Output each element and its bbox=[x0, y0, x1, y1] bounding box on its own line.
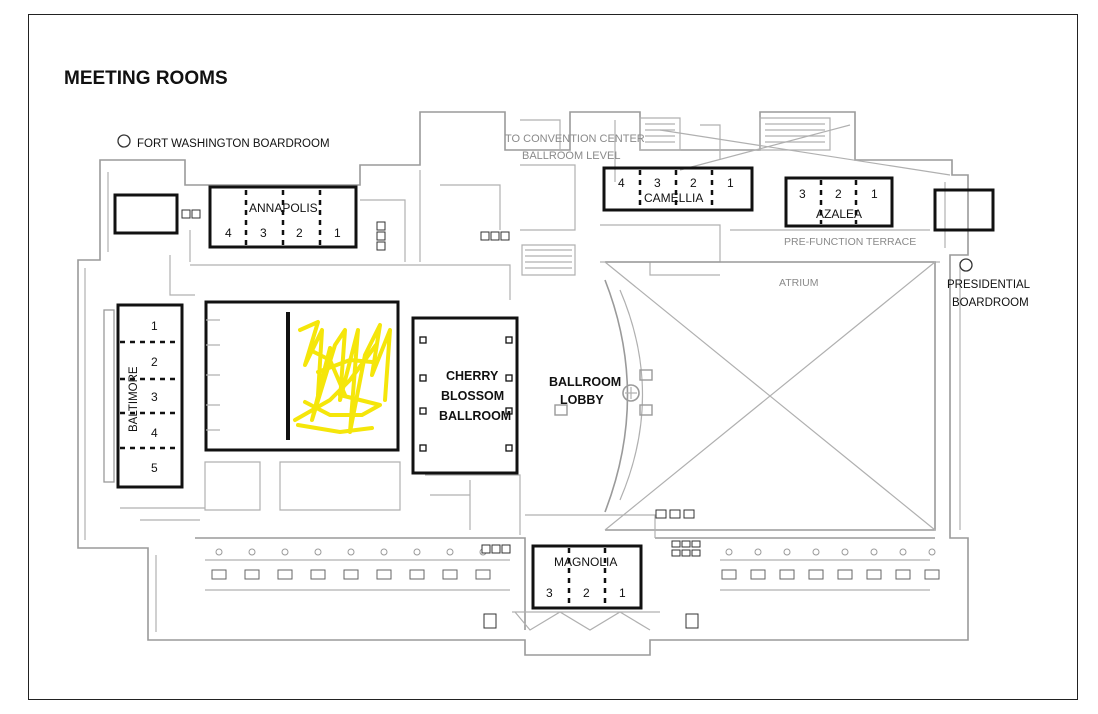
camellia-section-2: 2 bbox=[690, 176, 697, 190]
ballroom-lobby-line1: BALLROOM bbox=[549, 375, 621, 389]
annapolis-section-3: 3 bbox=[260, 226, 267, 240]
magnolia-section-1: 1 bbox=[619, 586, 626, 600]
utility-squares bbox=[181, 209, 701, 629]
column-marker bbox=[899, 548, 907, 556]
camellia-section-1: 1 bbox=[727, 176, 734, 190]
cherry-blossom-line1: CHERRY bbox=[446, 369, 499, 383]
column-marker bbox=[928, 548, 936, 556]
column-marker bbox=[725, 548, 733, 556]
marker-circle-icon bbox=[117, 134, 131, 148]
column-marker bbox=[446, 548, 454, 556]
convention-center-line1: TO CONVENTION CENTER bbox=[505, 133, 645, 145]
magnolia-room[interactable]: MAGNOLIA 3 2 1 bbox=[512, 544, 660, 631]
building-outline bbox=[77, 111, 969, 656]
column-marker bbox=[870, 548, 878, 556]
cherry-blossom-line3: BALLROOM bbox=[439, 409, 511, 423]
column-marker bbox=[347, 548, 355, 556]
baltimore-section-2: 2 bbox=[151, 355, 158, 369]
room-module bbox=[211, 569, 227, 580]
presidential-boardroom[interactable]: PRESIDENTIAL BOARDROOM bbox=[933, 188, 1031, 309]
baltimore-section-3: 3 bbox=[151, 390, 158, 404]
camellia-room[interactable]: 4 3 2 1 CAMELLIA bbox=[602, 166, 754, 212]
annapolis-section-2: 2 bbox=[296, 226, 303, 240]
prefunction-terrace-label: PRE-FUNCTION TERRACE bbox=[784, 236, 916, 248]
room-module bbox=[924, 569, 940, 580]
column-marker bbox=[841, 548, 849, 556]
room-module bbox=[343, 569, 359, 580]
room-module bbox=[750, 569, 766, 580]
baltimore-section-1: 1 bbox=[151, 319, 158, 333]
annapolis-label: ANNAPOLIS bbox=[249, 201, 318, 215]
column-marker bbox=[783, 548, 791, 556]
map-title: MEETING ROOMS bbox=[64, 68, 228, 89]
room-module bbox=[866, 569, 882, 580]
column-marker bbox=[380, 548, 388, 556]
azalea-section-1: 1 bbox=[871, 187, 878, 201]
room-module bbox=[244, 569, 260, 580]
baltimore-section-5: 5 bbox=[151, 461, 158, 475]
room-module bbox=[779, 569, 795, 580]
magnolia-label: MAGNOLIA bbox=[554, 555, 617, 569]
presidential-label-line1: PRESIDENTIAL bbox=[947, 279, 1031, 291]
azalea-section-2: 2 bbox=[835, 187, 842, 201]
guest-room-modules bbox=[211, 548, 940, 580]
column-marker bbox=[248, 548, 256, 556]
cherry-blossom-line2: BLOSSOM bbox=[441, 389, 504, 403]
room-module bbox=[895, 569, 911, 580]
unlabeled-ballroom[interactable] bbox=[204, 300, 400, 452]
column-marker bbox=[413, 548, 421, 556]
magnolia-section-2: 2 bbox=[583, 586, 590, 600]
cherry-blossom-ballroom[interactable]: CHERRY BLOSSOM BALLROOM bbox=[411, 316, 519, 475]
presidential-label-line2: BOARDROOM bbox=[952, 297, 1029, 309]
camellia-section-4: 4 bbox=[618, 176, 625, 190]
azalea-section-3: 3 bbox=[799, 187, 806, 201]
azalea-label: AZALEA bbox=[816, 207, 862, 221]
highlight-scribble bbox=[293, 320, 392, 434]
ballroom-lobby-line2: LOBBY bbox=[560, 393, 604, 407]
atrium-label: ATRIUM bbox=[779, 277, 818, 289]
fort-washington-boardroom[interactable]: FORT WASHINGTON BOARDROOM bbox=[113, 134, 330, 235]
camellia-section-3: 3 bbox=[654, 176, 661, 190]
column-marker bbox=[754, 548, 762, 556]
convention-center-line2: BALLROOM LEVEL bbox=[522, 150, 620, 162]
column-marker bbox=[314, 548, 322, 556]
camellia-label: CAMELLIA bbox=[644, 191, 703, 205]
room-module bbox=[837, 569, 853, 580]
room-module bbox=[475, 569, 491, 580]
azalea-room[interactable]: 3 2 1 AZALEA bbox=[784, 176, 894, 228]
fort-washington-label: FORT WASHINGTON BOARDROOM bbox=[137, 138, 330, 150]
room-module bbox=[808, 569, 824, 580]
column-marker bbox=[215, 548, 223, 556]
room-module bbox=[310, 569, 326, 580]
map-frame bbox=[28, 14, 1078, 700]
room-module bbox=[442, 569, 458, 580]
room-module bbox=[277, 569, 293, 580]
column-marker bbox=[281, 548, 289, 556]
baltimore-label: BALTIMORE bbox=[128, 366, 140, 432]
baltimore-section-4: 4 bbox=[151, 426, 158, 440]
annapolis-room[interactable]: ANNAPOLIS 4 3 2 1 bbox=[208, 185, 358, 249]
room-module bbox=[721, 569, 737, 580]
column-marker bbox=[812, 548, 820, 556]
room-module bbox=[376, 569, 392, 580]
annapolis-section-1: 1 bbox=[334, 226, 341, 240]
marker-circle-icon bbox=[959, 258, 973, 272]
room-module bbox=[409, 569, 425, 580]
magnolia-section-3: 3 bbox=[546, 586, 553, 600]
annapolis-section-4: 4 bbox=[225, 226, 232, 240]
baltimore-room[interactable]: 1 2 3 4 5 BALTIMORE bbox=[103, 303, 184, 489]
